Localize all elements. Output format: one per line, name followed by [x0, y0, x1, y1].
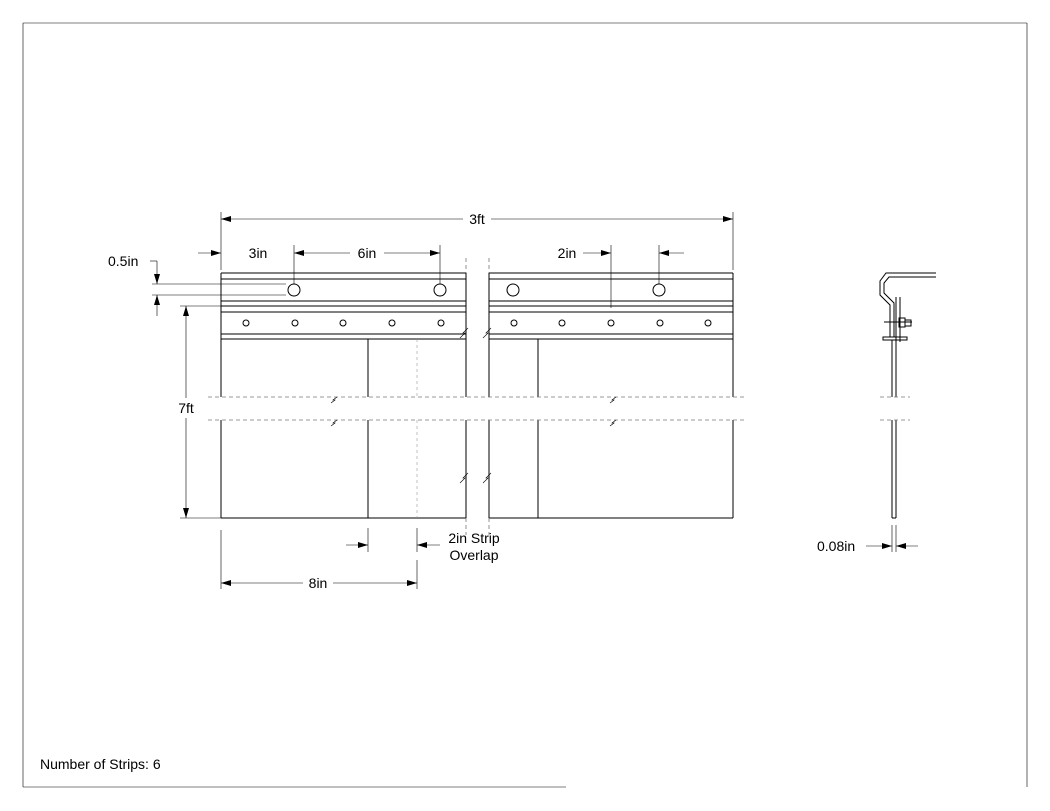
- dim-top-offset: 0.5in: [108, 253, 286, 316]
- dim-overall-width: 3ft: [220, 211, 734, 270]
- dim-strip-width: 8in: [220, 530, 418, 591]
- dim-hole-spacing-right: 2in: [558, 245, 684, 308]
- vertical-break-lines: [459, 258, 492, 535]
- side-view: [879, 272, 936, 519]
- dim-label-overall-width: 3ft: [469, 211, 485, 227]
- horizontal-break-lines: [208, 396, 745, 427]
- front-view: [208, 258, 745, 535]
- mounting-holes-large: [287, 283, 666, 297]
- dim-overlap: 2in Strip Overlap: [346, 528, 500, 563]
- dim-hole-offset: 3in: [198, 245, 267, 261]
- dim-height: 7ft: [178, 305, 221, 519]
- sheet-border: [22, 22, 1028, 788]
- dim-label-overlap-line1: 2in Strip: [448, 530, 500, 546]
- dim-label-thickness: 0.08in: [817, 538, 855, 554]
- dim-label-hole-spacing: 6in: [358, 245, 377, 261]
- strip-curtain: [220, 273, 734, 519]
- dim-label-height: 7ft: [178, 400, 194, 416]
- dim-label-top-offset: 0.5in: [108, 253, 138, 269]
- rivet-holes: [242, 319, 712, 327]
- dim-hole-spacing: 6in: [293, 245, 441, 284]
- dim-label-overlap-line2: Overlap: [449, 547, 498, 563]
- dim-label-hole-spacing-right: 2in: [558, 245, 577, 261]
- mounting-rail-left: [221, 272, 466, 340]
- strip-count-note: Number of Strips: 6: [40, 756, 161, 772]
- dim-thickness: 0.08in: [817, 525, 918, 554]
- dim-label-strip-width: 8in: [309, 575, 328, 591]
- dim-label-hole-offset: 3in: [249, 245, 268, 261]
